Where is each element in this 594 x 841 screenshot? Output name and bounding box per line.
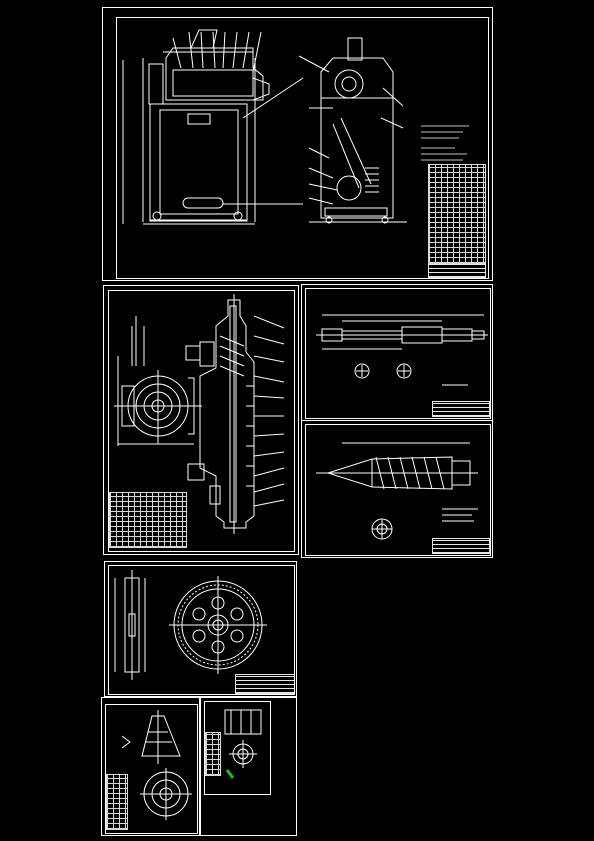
sheet-small-part[interactable] [200, 697, 297, 836]
cross-section-drawing [114, 294, 285, 534]
bracket-drawing [121, 710, 192, 820]
title-block [428, 264, 486, 278]
title-block [432, 401, 490, 417]
sheet-wheel[interactable] [104, 561, 297, 697]
shaft-drawing [316, 314, 488, 386]
sheet-screw[interactable] [301, 420, 493, 558]
small-part-drawing [224, 709, 262, 779]
sheet-bracket[interactable] [101, 697, 200, 836]
sheet-screw-frame [305, 424, 491, 556]
title-block [235, 674, 295, 694]
sheet-cross-section-frame [108, 290, 295, 552]
parts-list-table [109, 492, 187, 548]
sheet-wheel-frame [108, 565, 295, 695]
sheet-small-part-frame [204, 701, 271, 795]
title-block [432, 538, 490, 554]
sheet-cross-section[interactable] [103, 285, 299, 555]
sheet-bracket-frame [105, 704, 198, 834]
sheet-assembly-frame [116, 17, 489, 279]
parts-list-table [428, 164, 486, 264]
screw-drawing [316, 442, 478, 540]
sheet-shaft[interactable] [301, 284, 493, 421]
parts-list-table [205, 732, 221, 776]
wheel-drawing [114, 570, 267, 680]
parts-list-table [106, 774, 128, 830]
sheet-shaft-frame [305, 288, 491, 419]
assembly-drawing [122, 29, 469, 225]
sheet-assembly[interactable] [102, 7, 493, 281]
